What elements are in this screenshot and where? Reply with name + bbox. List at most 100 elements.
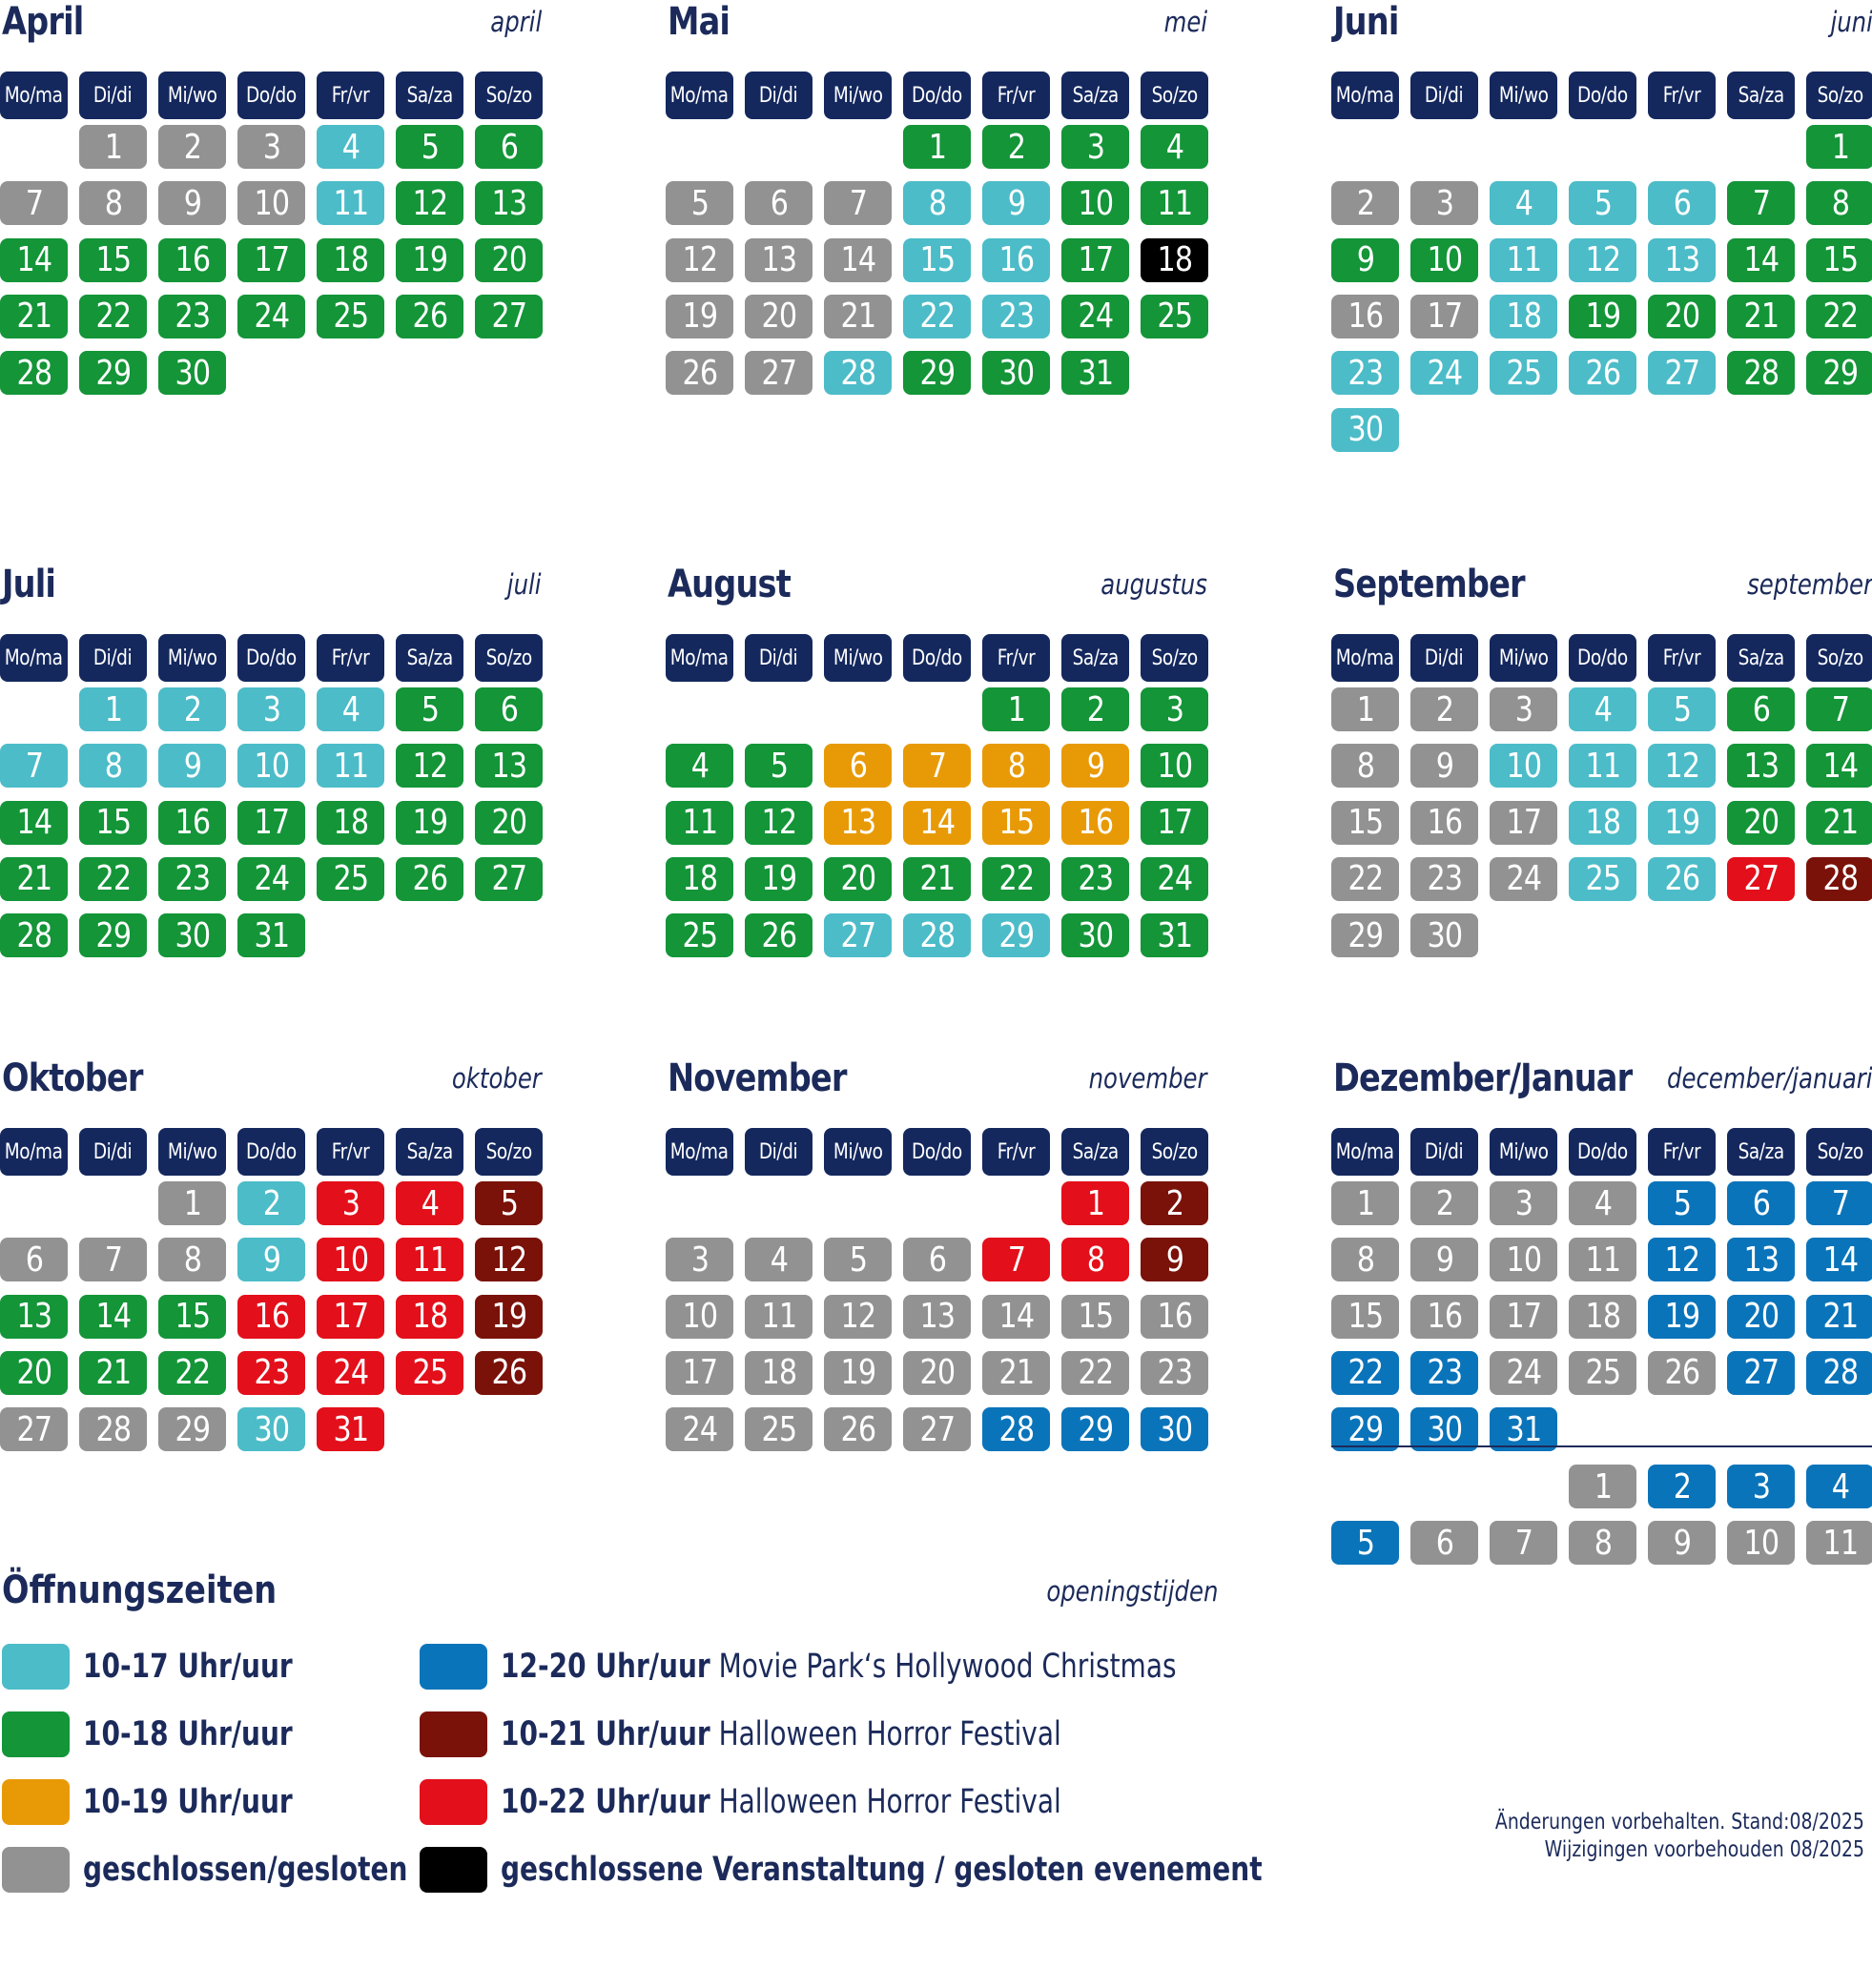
day-cell: 22 [1331,856,1399,901]
weekday-header: Di/di [745,72,813,119]
legend-label-bold: 12-20 Uhr/uur [501,1648,710,1686]
weekday-label: Sa/za [406,1139,453,1164]
day-number: 30 [175,353,211,393]
day-number: 21 [16,297,52,337]
day-number: 6 [1435,1523,1453,1563]
day-number: 12 [1585,240,1621,280]
day-cell: 23 [1410,1350,1478,1395]
day-number: 11 [1822,1523,1859,1563]
weekday-label: Mo/ma [670,646,729,670]
day-cell: 26 [745,913,813,958]
weekday-header: Mo/ma [666,634,733,682]
weekday-header: Fr/vr [317,634,384,682]
day-cell: 9 [1648,1521,1716,1566]
day-cell: 24 [317,1350,384,1395]
legend-swatch [420,1847,487,1893]
day-cell: 22 [1061,1350,1129,1395]
day-cell: 31 [317,1407,384,1452]
day-cell: 12 [666,237,733,282]
day-cell: 5 [745,744,813,789]
day-cell: 7 [824,181,892,226]
day-cell: 19 [745,856,813,901]
day-cell: 16 [1410,800,1478,845]
day-cell: 5 [475,1181,543,1225]
month-title: Dezember/Januar [1333,1056,1633,1100]
day-cell: 8 [1569,1521,1636,1566]
day-number: 28 [95,1409,132,1449]
day-cell: 26 [666,351,733,396]
day-cell: 6 [1727,687,1795,731]
day-number: 7 [104,1240,122,1280]
day-number: 17 [682,1353,718,1393]
weekday-label: Di/di [93,1139,133,1164]
day-cell: 6 [824,744,892,789]
day-cell: 21 [0,856,68,901]
day-number: 12 [491,1240,527,1280]
legend-swatch [2,1644,70,1690]
day-number: 16 [998,240,1035,280]
month-subtitle: augustus [1101,568,1207,601]
day-number: 28 [998,1409,1035,1449]
day-number: 31 [1078,353,1114,393]
day-cell: 29 [79,913,147,958]
day-number: 30 [1347,410,1384,449]
day-cell: 29 [79,351,147,396]
day-number: 5 [1673,1183,1691,1223]
day-number: 18 [1506,297,1542,337]
weekday-label: So/zo [1151,1139,1198,1164]
day-number: 13 [1743,746,1779,786]
legend-label: 10-21 Uhr/uur Halloween Horror Festival [501,1715,1061,1753]
day-number: 17 [1078,240,1114,280]
day-cell: 19 [666,294,733,338]
day-number: 6 [1752,1183,1770,1223]
day-cell: 8 [1061,1238,1129,1282]
day-number: 26 [1664,1353,1700,1393]
day-number: 23 [175,297,211,337]
day-cell: 27 [1727,856,1795,901]
month-subtitle: mei [1163,6,1207,38]
day-number: 4 [1165,127,1183,167]
weekday-header: Sa/za [1061,634,1129,682]
day-number: 14 [1822,746,1859,786]
day-number: 26 [761,915,797,955]
day-cell: 9 [1061,744,1129,789]
day-cell: 4 [745,1238,813,1282]
day-cell: 3 [1490,1181,1557,1225]
day-number: 7 [1007,1240,1025,1280]
day-number: 22 [175,1353,211,1393]
day-cell: 23 [158,294,226,338]
day-number: 7 [1831,689,1849,729]
day-cell: 17 [317,1294,384,1339]
day-cell: 28 [982,1407,1050,1452]
day-cell: 3 [237,125,305,169]
day-cell: 24 [666,1407,733,1452]
day-cell: 22 [903,294,971,338]
day-number: 3 [1086,127,1104,167]
day-cell: 16 [158,800,226,845]
day-cell: 12 [396,744,463,789]
day-number: 2 [1007,127,1025,167]
day-cell: 1 [1331,1181,1399,1225]
weekday-header: Sa/za [396,1128,463,1176]
day-cell: 29 [1331,913,1399,958]
day-cell: 19 [396,800,463,845]
day-number: 12 [840,1297,876,1337]
day-cell: 1 [158,1181,226,1225]
day-number: 20 [16,1353,52,1393]
weekday-header: So/zo [475,634,543,682]
day-cell: 16 [1061,800,1129,845]
day-number: 20 [1743,803,1779,843]
day-number: 14 [840,240,876,280]
day-number: 6 [1752,689,1770,729]
day-cell: 16 [237,1294,305,1339]
day-number: 9 [1435,1240,1453,1280]
day-number: 12 [1664,1240,1700,1280]
day-cell: 15 [1061,1294,1129,1339]
day-cell: 26 [475,1350,543,1395]
day-number: 5 [1356,1523,1374,1563]
day-number: 18 [412,1297,448,1337]
day-cell: 18 [1141,237,1208,282]
day-number: 30 [175,915,211,955]
day-number: 13 [1743,1240,1779,1280]
